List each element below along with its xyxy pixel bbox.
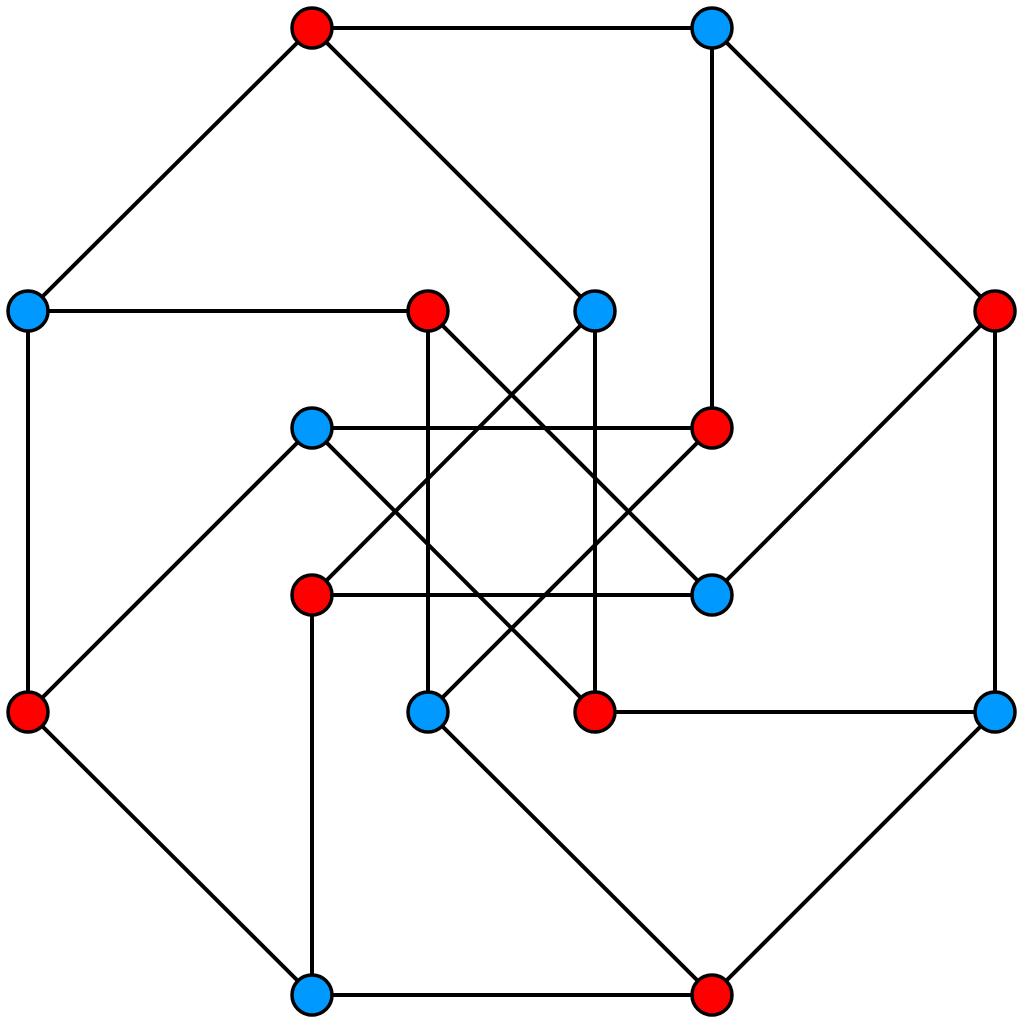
node-i7-blue [290, 406, 334, 450]
edge-o7-o0 [26, 26, 314, 313]
node-o1-blue [690, 6, 734, 50]
edge-o4-i5 [426, 710, 714, 997]
node-o4-red [690, 973, 734, 1017]
node-o6-red [6, 690, 50, 734]
edge-o3-o4 [710, 710, 997, 997]
node-i2-red [690, 406, 734, 450]
edges [26, 26, 997, 997]
node-i3-blue [690, 573, 734, 617]
node-i6-red [290, 573, 334, 617]
edge-i7-i4 [310, 426, 597, 714]
node-o5-blue [290, 973, 334, 1017]
node-i0-red [406, 289, 450, 333]
node-o7-blue [6, 289, 50, 333]
node-i5-blue [406, 690, 450, 734]
edge-i1-i6 [310, 309, 597, 597]
edge-o0-i1 [310, 26, 597, 313]
node-o0-red [290, 6, 334, 50]
edge-i2-i5 [426, 426, 714, 714]
edge-o1-o2 [710, 26, 997, 313]
nodes [6, 6, 1017, 1017]
edge-i0-i3 [426, 309, 714, 597]
node-o3-blue [973, 690, 1017, 734]
edge-o2-i3 [710, 309, 997, 597]
node-i1-blue [573, 289, 617, 333]
node-o2-red [973, 289, 1017, 333]
node-i4-red [573, 690, 617, 734]
edge-o6-i7 [26, 426, 314, 714]
edge-o5-o6 [26, 710, 314, 997]
